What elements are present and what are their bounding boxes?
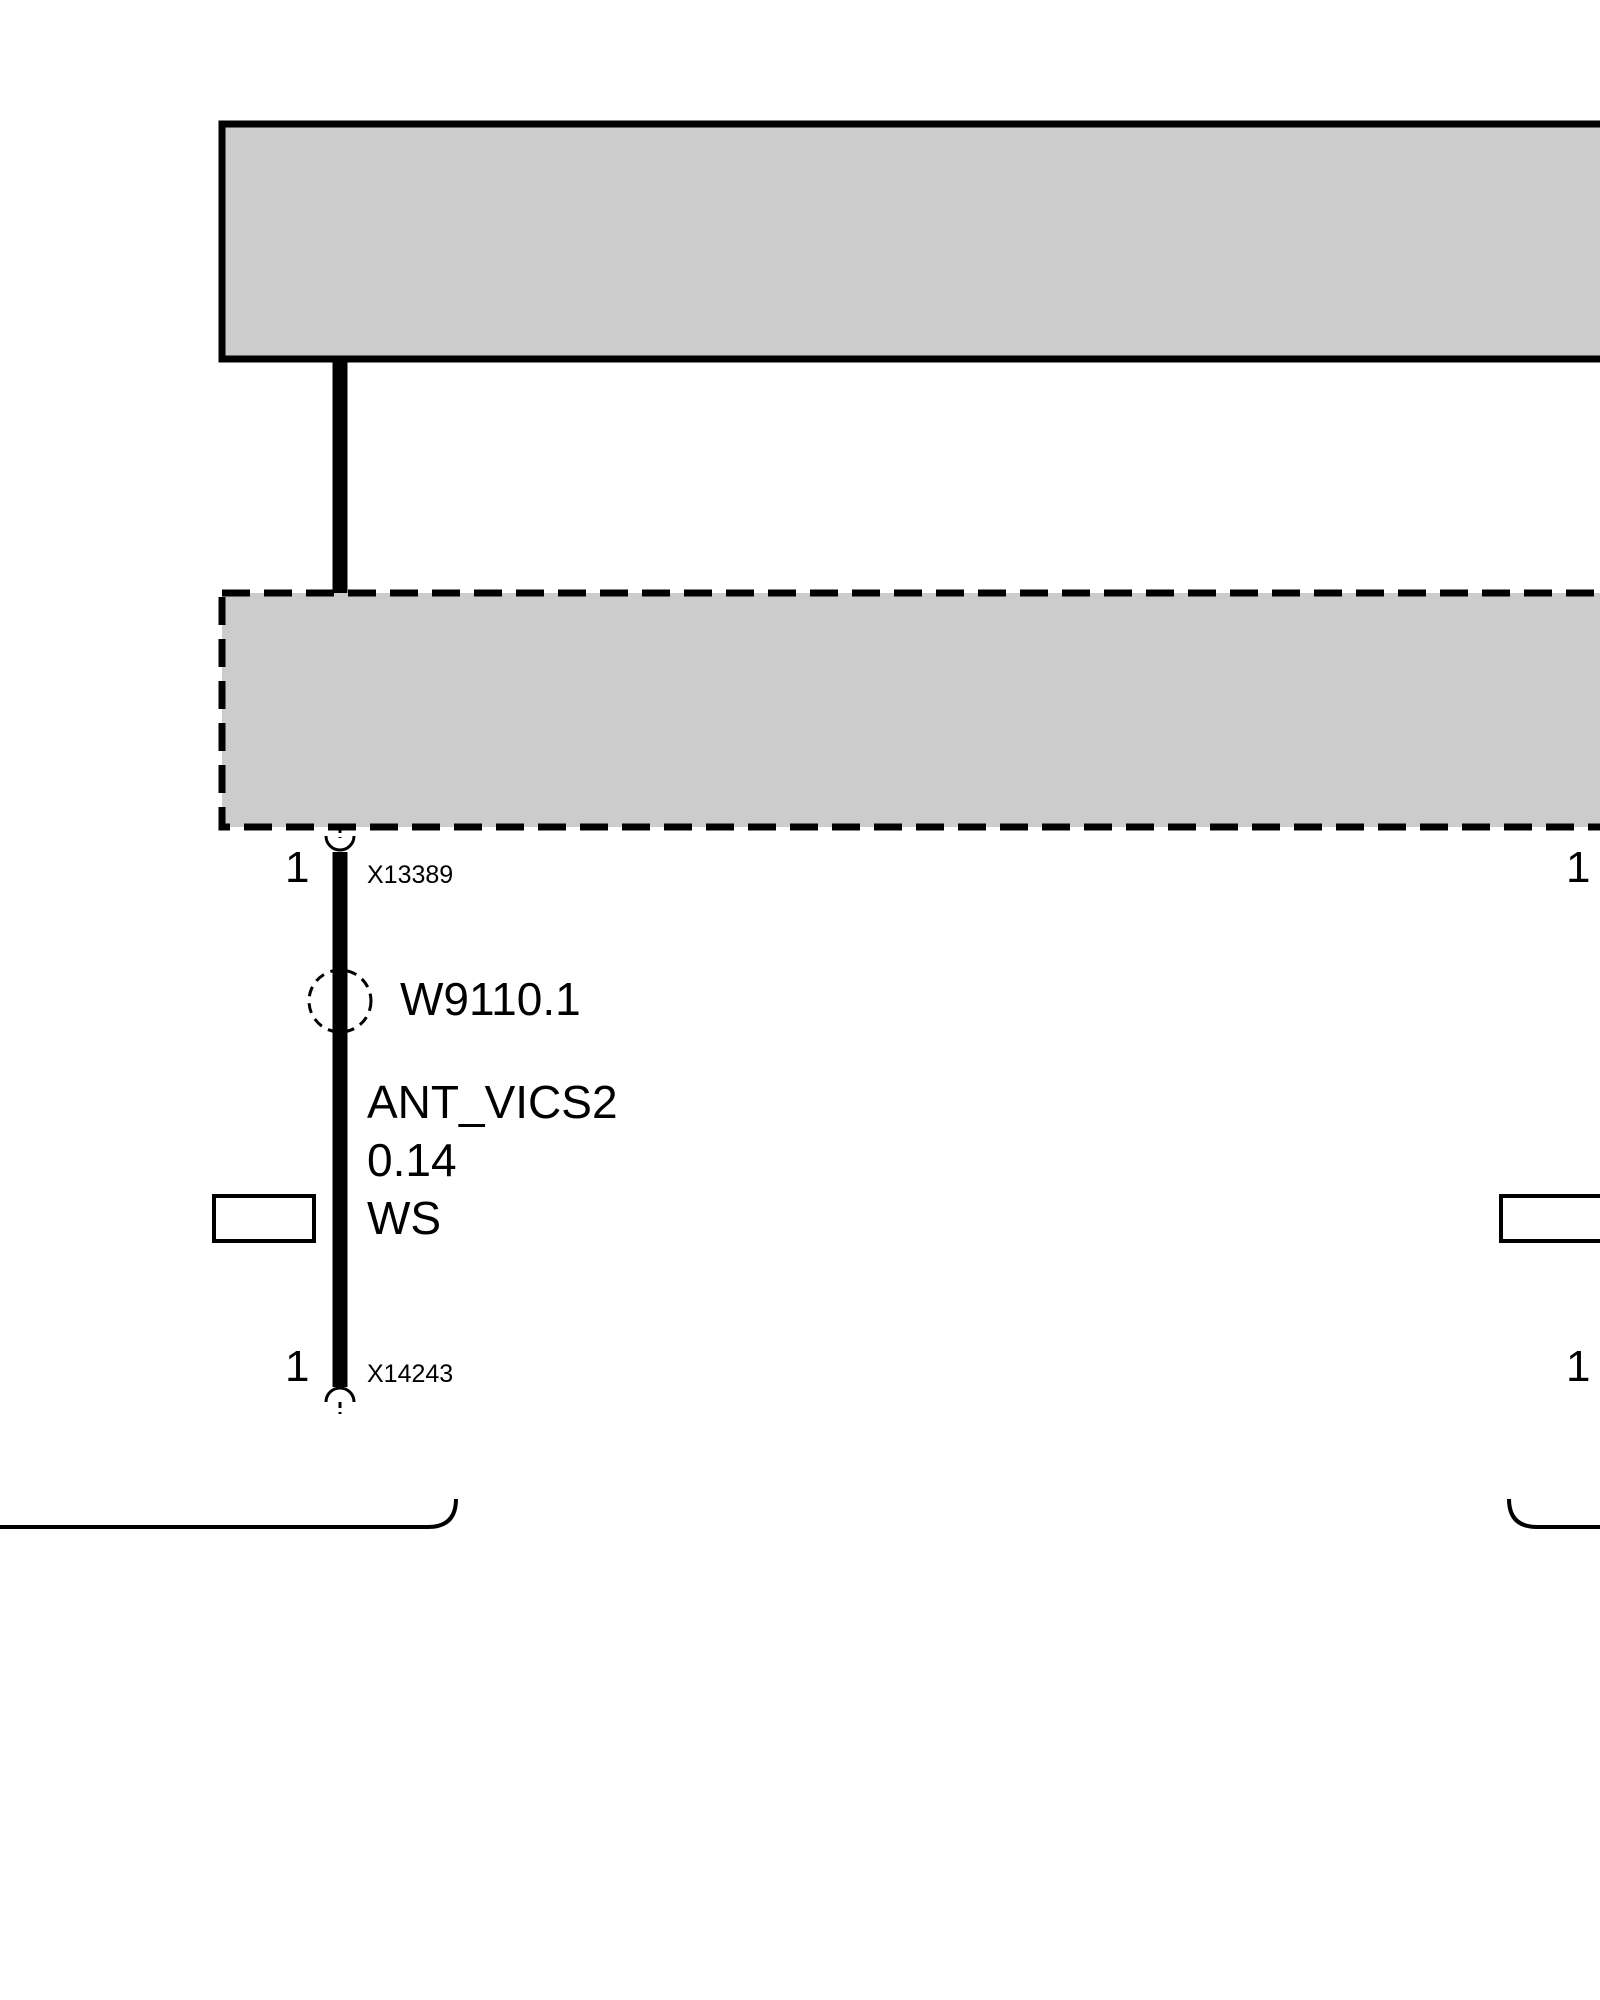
right-wire-clip-icon xyxy=(1499,1194,1600,1243)
wire-signal-name: ANT_VICS2 xyxy=(367,1076,618,1128)
upper-module-box xyxy=(218,120,1600,363)
wire-color-code: WS xyxy=(367,1192,441,1244)
left-wire-clip-icon xyxy=(212,1194,316,1243)
left-bottom-connector-id: X14243 xyxy=(367,1360,453,1388)
left-top-connector-id: X13389 xyxy=(367,861,453,889)
connector-x14243-plug-icon xyxy=(324,1386,356,1414)
shield-marker-icon xyxy=(307,968,373,1034)
left-top-pin-number: 1 xyxy=(285,843,309,892)
left-bottom-pin-number: 1 xyxy=(285,1342,309,1391)
connector-x13389-socket-icon xyxy=(324,827,356,852)
left-bottom-bracket xyxy=(0,1498,458,1529)
shield-label: W9110.1 xyxy=(400,973,581,1025)
wire-gauge: 0.14 xyxy=(367,1134,457,1186)
right-bottom-pin-number: 1 xyxy=(1566,1342,1590,1391)
lower-component-box xyxy=(218,589,1600,831)
right-top-pin-number: 1 xyxy=(1566,843,1590,892)
right-bottom-bracket xyxy=(1507,1498,1600,1529)
